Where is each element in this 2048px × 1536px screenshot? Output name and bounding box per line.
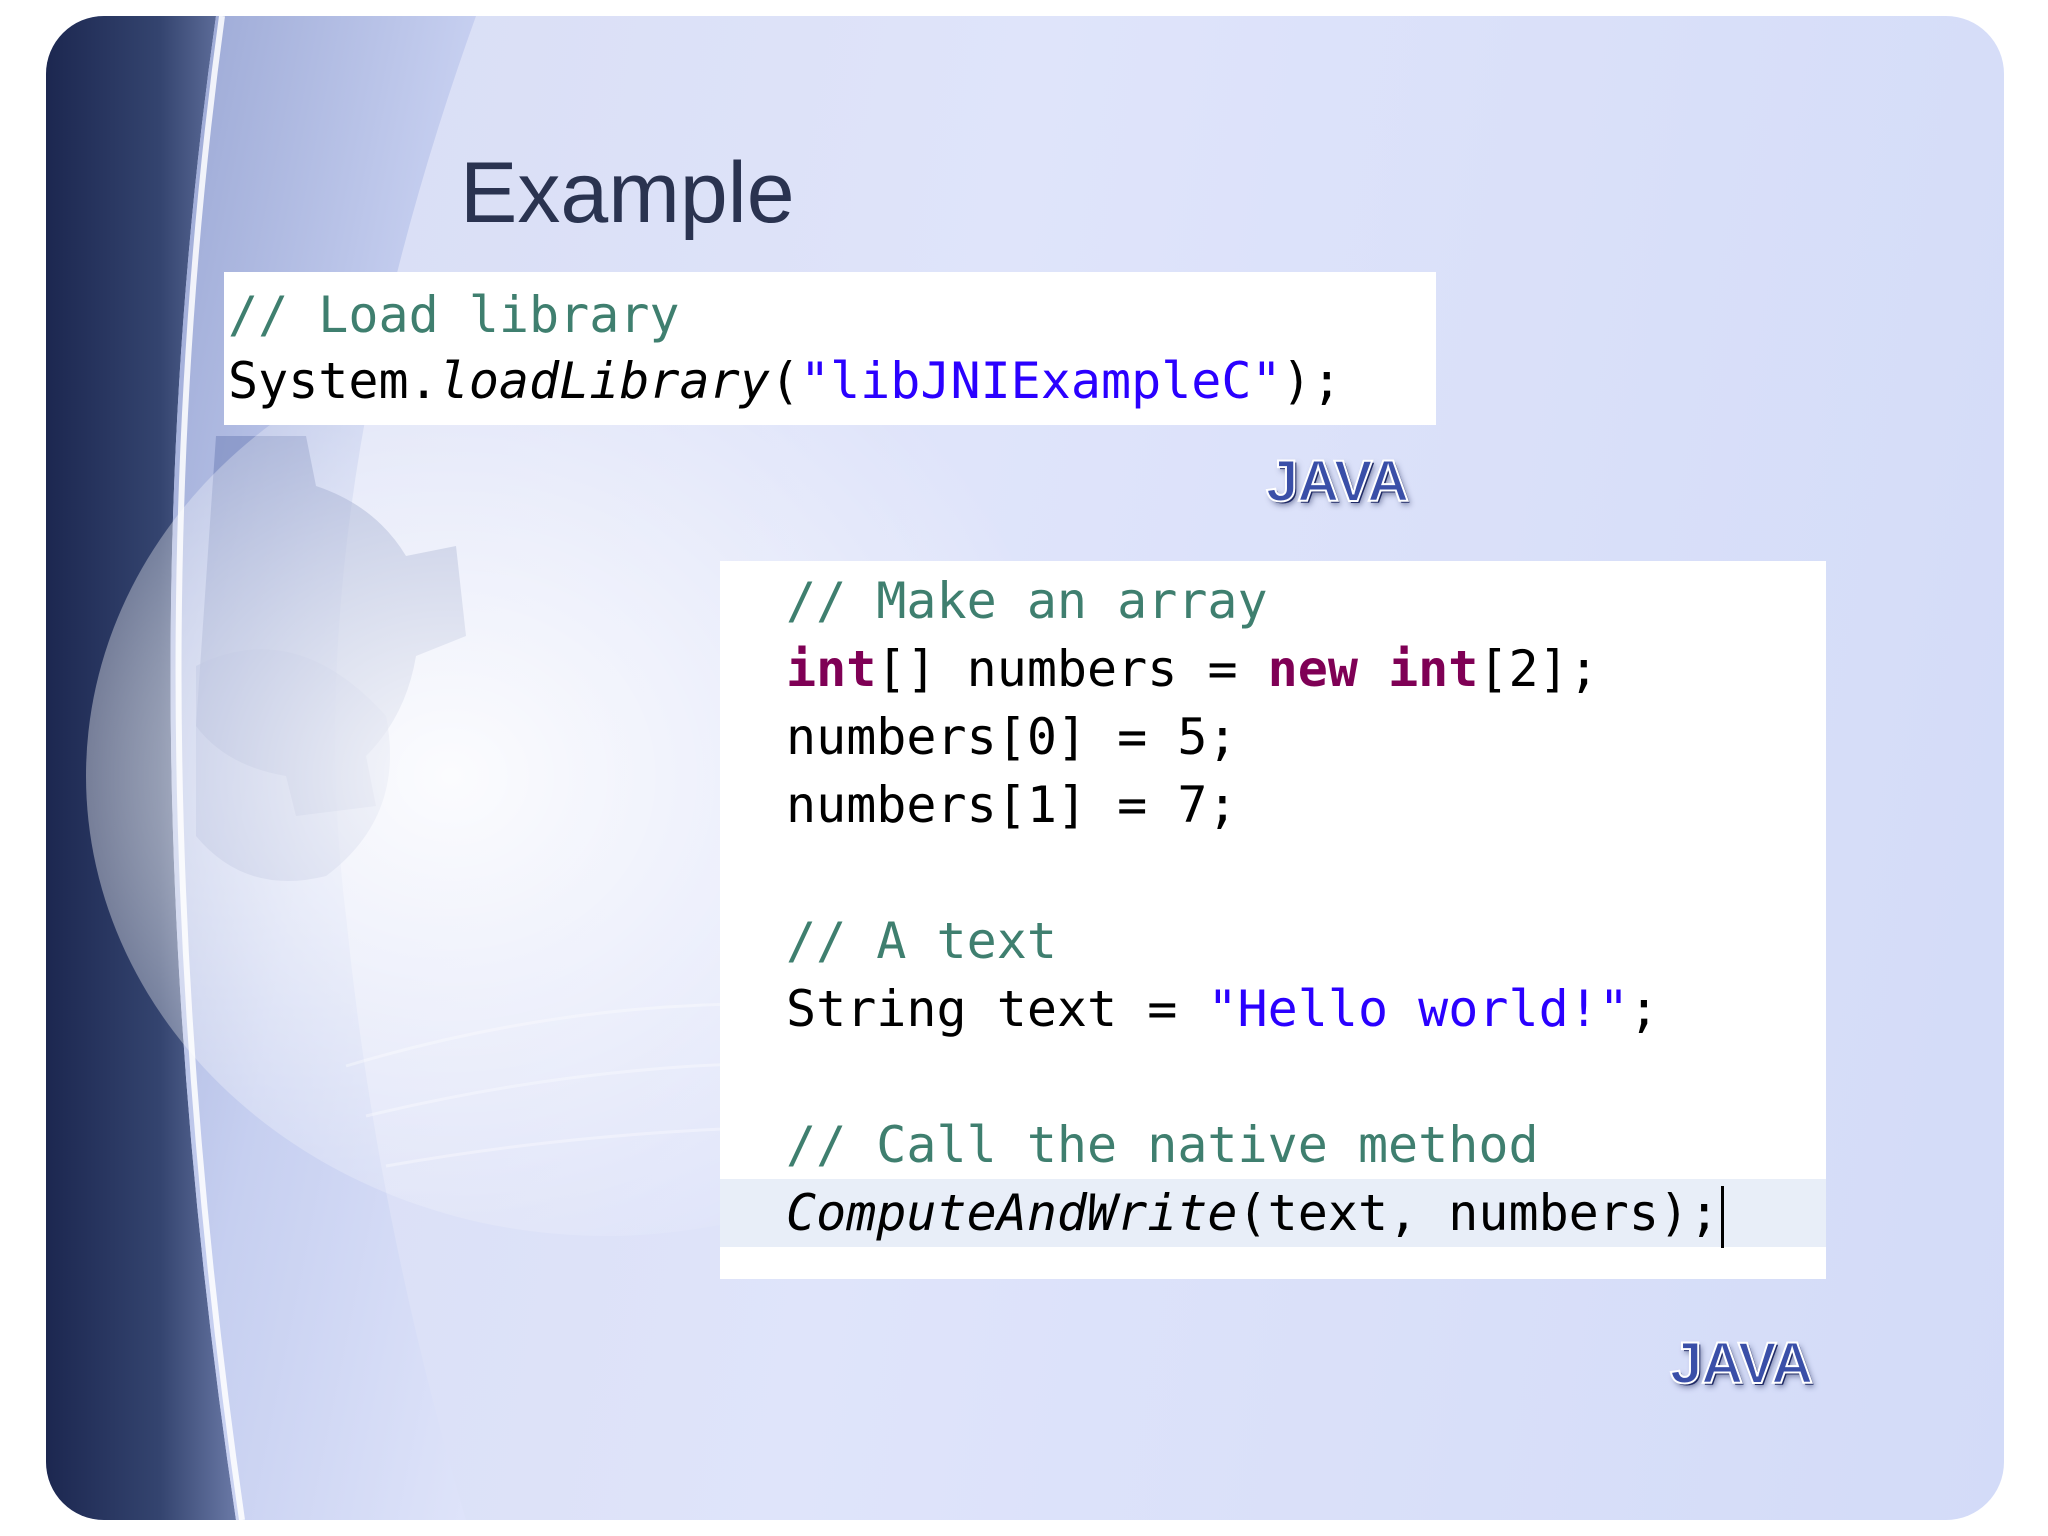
code-token: ; — [1628, 980, 1659, 1038]
code-line — [786, 1043, 1826, 1111]
code-token: // Load library — [228, 286, 680, 344]
code-token: "libJNIExampleC" — [799, 352, 1282, 410]
code-line: numbers[0] = 5; — [786, 703, 1826, 771]
code-line: int[] numbers = new int[2]; — [786, 635, 1826, 703]
code-token: new — [1267, 640, 1358, 698]
code-token: [2]; — [1478, 640, 1599, 698]
code-line: // Make an array — [786, 567, 1826, 635]
code-token: int — [1388, 640, 1479, 698]
code-token — [1358, 640, 1388, 698]
code-token: // Call the native method — [786, 1116, 1539, 1174]
code-line: // A text — [786, 907, 1826, 975]
code-token: ); — [1281, 352, 1342, 410]
code-token: int — [786, 640, 877, 698]
text-caret — [1721, 1185, 1725, 1248]
code-token: numbers[1] = 7; — [786, 776, 1238, 834]
code-token: [] numbers = — [876, 640, 1268, 698]
java-logo: JAVA — [1669, 1330, 1814, 1397]
code-token: String text = — [786, 980, 1208, 1038]
code-token: "Hello world!" — [1207, 980, 1629, 1038]
code-token: (text, numbers); — [1237, 1184, 1720, 1242]
code-token: // Make an array — [786, 572, 1268, 630]
code-line: System.loadLibrary("libJNIExampleC"); — [228, 348, 1436, 414]
code-token: // A text — [786, 912, 1057, 970]
code-token: System. — [228, 352, 439, 410]
code-token: numbers[0] = 5; — [786, 708, 1238, 766]
code-line: numbers[1] = 7; — [786, 771, 1826, 839]
code-token: loadLibrary — [438, 352, 770, 410]
code-line: ComputeAndWrite(text, numbers); — [720, 1179, 1826, 1248]
java-logo: JAVA — [1265, 448, 1410, 515]
code-line: // Call the native method — [786, 1111, 1826, 1179]
code-token: ( — [769, 352, 800, 410]
slide-title: Example — [460, 145, 795, 241]
code-line: // Load library — [228, 282, 1436, 348]
code-token: ComputeAndWrite — [786, 1184, 1238, 1242]
code-line: String text = "Hello world!"; — [786, 975, 1826, 1043]
code-line — [786, 839, 1826, 907]
